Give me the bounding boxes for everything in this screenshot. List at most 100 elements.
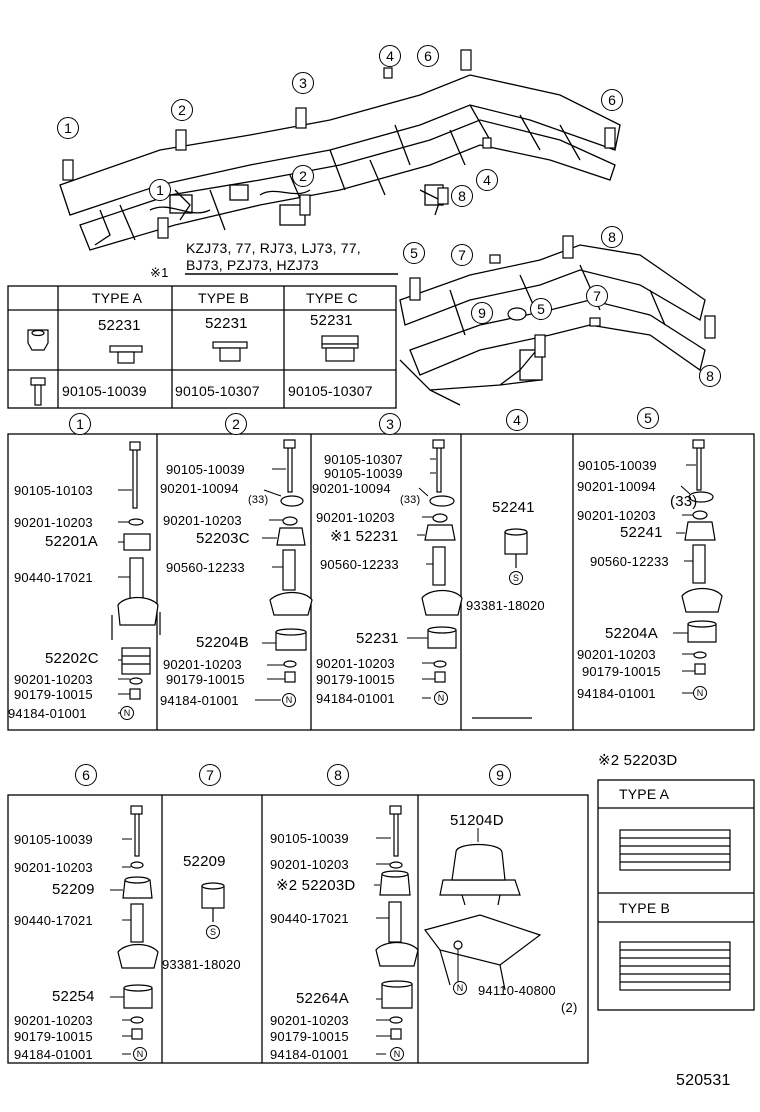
- s5-washer: 90201-10094: [577, 479, 656, 494]
- frame-callout-8: 8: [451, 185, 473, 207]
- section7-drawing: [201, 882, 225, 922]
- frame-lower-bolts: [409, 235, 716, 358]
- frame-callout-2: 2: [171, 99, 193, 121]
- s8-nut: 90179-10015: [270, 1029, 349, 1044]
- s2-bolt: 90105-10039: [166, 462, 245, 477]
- s7-cushion: 52209: [183, 853, 226, 870]
- s6-nut: 90179-10015: [14, 1029, 93, 1044]
- frame-callout-1: 1: [149, 179, 171, 201]
- section-grid-bottom: [7, 794, 589, 1064]
- section-6-header: 6: [75, 764, 97, 786]
- frame-callout-4: 4: [476, 169, 498, 191]
- section3-leaders: [407, 458, 436, 699]
- frame-upper-bolts: [62, 49, 616, 239]
- type-table-icons: [27, 329, 359, 406]
- section5-drawing: [681, 439, 723, 675]
- s3-cushion-lower: 52231: [356, 630, 399, 647]
- diagram-id: 520531: [676, 1072, 731, 1089]
- type-table-header-b: TYPE B: [198, 290, 249, 306]
- s7-bolt: 93381-18020: [162, 957, 241, 972]
- section-5-header: 5: [637, 407, 659, 429]
- s3-pin: 94184-01001: [316, 691, 395, 706]
- s1-pin: 94184-01001: [8, 706, 87, 721]
- type-table-header-c: TYPE C: [306, 290, 358, 306]
- s5-cushion-upper: 52241: [620, 524, 663, 541]
- s5-qty: (33): [670, 493, 698, 510]
- s3-qty: (33): [400, 494, 421, 506]
- s5-washer2: 90201-10203: [577, 508, 656, 523]
- section4-drawing: [504, 528, 528, 568]
- s3-washer2: 90201-10203: [316, 510, 395, 525]
- section2-leaders: [255, 468, 286, 701]
- s2-cushion-lower: 52204B: [196, 634, 249, 651]
- s3-collar: 90560-12233: [320, 557, 399, 572]
- s8-cushion-lower: 52264A: [296, 990, 349, 1007]
- s9-qty: (2): [561, 1000, 578, 1015]
- s3-washer: 90201-10094: [312, 481, 391, 496]
- s2-washer2: 90201-10203: [163, 513, 242, 528]
- s5-cushion-lower: 52204A: [605, 625, 658, 642]
- n-marker-icon: N: [120, 706, 134, 720]
- s8-pin: 94184-01001: [270, 1047, 349, 1062]
- section-8-header: 8: [327, 764, 349, 786]
- s8-cushion-upper: ※2 52203D: [276, 877, 356, 894]
- section-grid-top: [7, 433, 755, 731]
- s8-bolt: 90105-10039: [270, 831, 349, 846]
- type-table-header-a: TYPE A: [92, 290, 143, 306]
- frame-callout-9: 9: [471, 302, 493, 324]
- type-c-cushion: 52231: [310, 312, 353, 329]
- s2-qty: (33): [248, 494, 269, 506]
- frame-drawing-upper: [59, 74, 621, 251]
- frame-callout-1: 1: [57, 117, 79, 139]
- applicability-models-line2: BJ73, PZJ73, HZJ73: [186, 257, 319, 273]
- section8-leaders: [374, 837, 391, 1055]
- s5-nut: 90179-10015: [582, 664, 661, 679]
- type-b-cushion: 52231: [205, 315, 248, 332]
- section6-drawing: [117, 805, 159, 1040]
- type-table-grid: [7, 285, 397, 409]
- frame-callout-4: 4: [379, 45, 401, 67]
- section2-drawing: [269, 439, 313, 683]
- s1-washer2: 90201-10203: [14, 672, 93, 687]
- section-9-header: 9: [489, 764, 511, 786]
- frame-callout-8: 8: [601, 226, 623, 248]
- type-a-bolt: 90105-10039: [62, 383, 147, 399]
- section5-leaders: [673, 464, 696, 694]
- frame-callout-3: 3: [292, 72, 314, 94]
- s9-screw: 94110-40800: [478, 983, 556, 998]
- section3-drawing: [421, 439, 463, 683]
- s2-washer3: 90201-10203: [163, 657, 242, 672]
- s5-bolt: 90105-10039: [578, 458, 657, 473]
- s-marker-icon: S: [509, 571, 523, 585]
- s9-relay: 51204D: [450, 812, 504, 829]
- s1-nut: 90179-10015: [14, 687, 93, 702]
- s1-collar: 90440-17021: [14, 570, 93, 585]
- s1-washer: 90201-10203: [14, 515, 93, 530]
- s5-washer3: 90201-10203: [577, 647, 656, 662]
- section6-leaders: [110, 838, 132, 1055]
- frame-callout-7: 7: [451, 244, 473, 266]
- type-a-cushion: 52231: [98, 317, 141, 334]
- section9-leaders: [457, 828, 479, 983]
- frame-callout-7: 7: [586, 285, 608, 307]
- s2-collar: 90560-12233: [166, 560, 245, 575]
- s5-pin: 94184-01001: [577, 686, 656, 701]
- s-marker-icon: S: [206, 925, 220, 939]
- n-marker-icon: N: [693, 686, 707, 700]
- frame-callout-5: 5: [403, 242, 425, 264]
- frame-callout-6: 6: [417, 45, 439, 67]
- s8-washer2: 90201-10203: [270, 1013, 349, 1028]
- applicability-models-line1: KZJ73, 77, RJ73, LJ73, 77,: [186, 240, 361, 256]
- note2-type-b: TYPE B: [619, 900, 670, 916]
- s6-collar: 90440-17021: [14, 913, 93, 928]
- s3-bolt-b: 90105-10039: [324, 466, 403, 481]
- s2-nut: 90179-10015: [166, 672, 245, 687]
- s5-collar: 90560-12233: [590, 554, 669, 569]
- s6-washer2: 90201-10203: [14, 1013, 93, 1028]
- n-marker-icon: N: [453, 981, 467, 995]
- s1-cushion-lower: 52202C: [45, 650, 99, 667]
- type-c-bolt: 90105-10307: [288, 383, 373, 399]
- section-3-header: 3: [379, 413, 401, 435]
